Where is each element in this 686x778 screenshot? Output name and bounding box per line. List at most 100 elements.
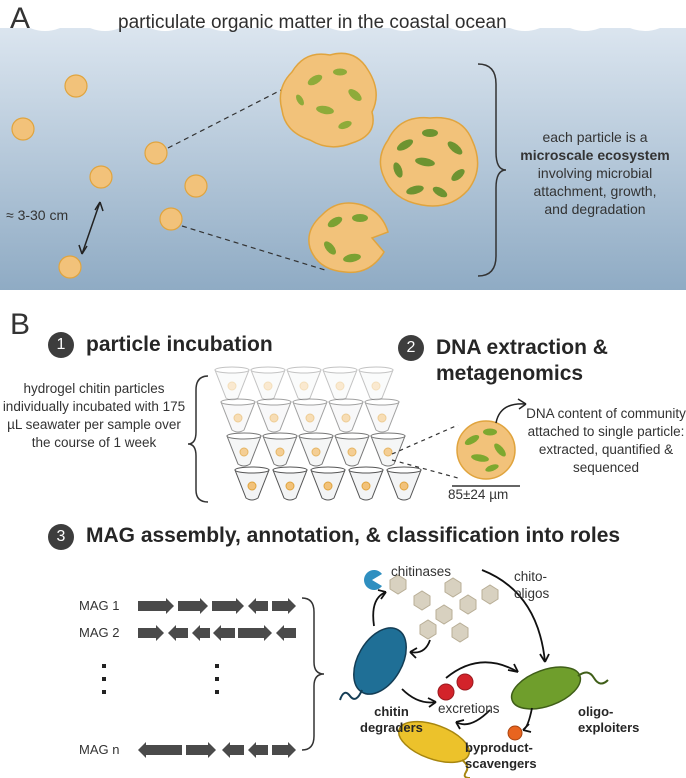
mag-n-label: MAG n <box>79 742 120 757</box>
step-1-description: hydrogel chitin particles individually i… <box>2 381 186 450</box>
step-2-title-line1: DNA extraction & <box>436 336 608 359</box>
gene-arrow <box>138 625 164 641</box>
gene-arrow <box>138 598 174 614</box>
step-3-title: MAG assembly, annotation, & classificati… <box>86 524 621 547</box>
zoom-line <box>167 87 286 149</box>
step-2-number: 2 <box>398 335 424 361</box>
particle <box>184 174 208 198</box>
mag-1-label: MAG 1 <box>79 598 120 613</box>
zoom-line <box>181 225 326 271</box>
ecosystem-bold: microscale ecosystem <box>520 147 670 163</box>
excretion-dot <box>437 683 455 701</box>
gene-arrow <box>276 625 296 641</box>
byproduct-dot <box>507 725 523 741</box>
panel-a-graphic <box>0 0 686 290</box>
large-particle-middle <box>379 116 479 207</box>
ecosystem-line: and degradation <box>544 201 646 217</box>
panel-a-title: particulate organic matter in the coasta… <box>118 12 507 33</box>
chitinase-icon <box>364 570 382 590</box>
tube <box>334 432 370 467</box>
oligo-exploiters-label: oligo- exploiters <box>578 704 640 735</box>
tube <box>370 432 406 467</box>
dna-arrow <box>495 403 527 424</box>
bracket-a <box>477 63 507 277</box>
tube <box>272 466 308 501</box>
step-2-description: DNA content of community attached to sin… <box>526 406 686 475</box>
distance-label: ≈ 3-30 cm <box>6 207 69 223</box>
excretion-dot <box>456 673 474 691</box>
step-1-number: 1 <box>48 332 74 358</box>
scale-label: 85±24 µm <box>448 487 509 502</box>
tube <box>256 398 292 433</box>
tube <box>310 466 346 501</box>
panel-a-letter: A <box>10 2 31 35</box>
gene-arrow <box>186 742 216 758</box>
tube <box>364 398 400 433</box>
tube <box>250 366 286 401</box>
tube-grid <box>214 366 422 501</box>
oligo-exploiter-cell <box>510 666 609 710</box>
bracket-b1 <box>187 375 209 503</box>
chitin-degraders-label: chitin degraders <box>360 704 423 735</box>
byproduct-scavengers-label: byproduct- scavengers <box>465 740 537 771</box>
bracket-b3 <box>301 597 325 751</box>
single-particle <box>456 420 516 480</box>
tube <box>328 398 364 433</box>
tube <box>298 432 334 467</box>
tube <box>234 466 270 501</box>
distance-arrow <box>81 201 101 255</box>
excretions-label: excretions <box>438 701 500 716</box>
tube <box>358 366 394 401</box>
panel-b-letter: B <box>10 308 31 341</box>
ellipsis-dots <box>102 664 219 694</box>
ecosystem-line: each particle is a <box>542 129 648 145</box>
sea-surface-wave <box>0 0 686 31</box>
mag-gene-arrows <box>138 598 296 758</box>
small-particles <box>11 74 208 279</box>
gene-arrow <box>138 742 182 758</box>
gene-arrow <box>248 598 268 614</box>
ecosystem-line: involving microbial <box>537 165 653 181</box>
tube <box>292 398 328 433</box>
chito-oligo-hexagons <box>389 574 499 643</box>
particle <box>64 74 88 98</box>
gene-arrow <box>192 625 210 641</box>
gene-arrow <box>248 742 268 758</box>
particle <box>58 255 82 279</box>
tube <box>286 366 322 401</box>
tube <box>226 432 262 467</box>
large-particle-bottom <box>308 202 389 274</box>
pathway-arrows <box>372 569 550 733</box>
mag-2-label: MAG 2 <box>79 625 120 640</box>
chitinases-label: chitinases <box>391 564 452 579</box>
tube <box>386 466 422 501</box>
gene-arrow <box>178 598 208 614</box>
particle <box>144 141 168 165</box>
gene-arrow <box>212 598 244 614</box>
tube <box>262 432 298 467</box>
step-2-title-line2: metagenomics <box>436 362 584 385</box>
large-particle-top <box>279 52 377 148</box>
ecosystem-text: each particle is a microscale ecosystem … <box>510 128 680 218</box>
gene-arrow <box>168 625 188 641</box>
gene-arrow <box>222 742 244 758</box>
gene-arrow <box>238 625 272 641</box>
byproduct-scavenger-cell <box>397 720 471 778</box>
tube <box>214 366 250 401</box>
particle <box>89 165 113 189</box>
gene-arrow <box>213 625 235 641</box>
tube <box>348 466 384 501</box>
gene-arrow <box>272 742 296 758</box>
tube <box>322 366 358 401</box>
chito-oligos-label: chito- oligos <box>514 569 550 601</box>
gene-arrow <box>272 598 296 614</box>
tube <box>220 398 256 433</box>
particle <box>11 117 35 141</box>
ecosystem-line: attachment, growth, <box>533 183 657 199</box>
zoom-line <box>391 459 459 479</box>
particle <box>159 207 183 231</box>
step-3-number: 3 <box>48 524 74 550</box>
chitin-degrader-cell <box>339 627 407 701</box>
